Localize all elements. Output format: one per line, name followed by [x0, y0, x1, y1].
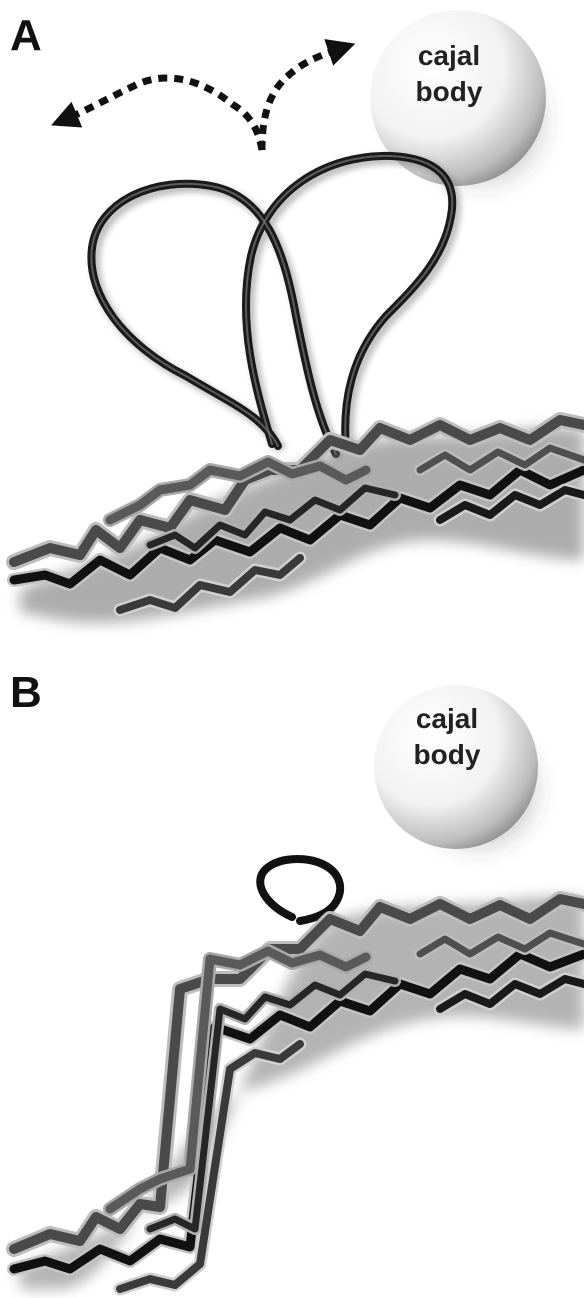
panel-a: cajal body A — [0, 0, 584, 640]
cajal-body-label-line1: cajal — [418, 40, 480, 71]
panel-label: A — [10, 14, 42, 58]
cajal-body-label-line1: cajal — [416, 703, 478, 734]
panel-label: B — [10, 671, 42, 715]
panel-b: cajal body B — [0, 649, 584, 1298]
panel-a-illustration: cajal body — [0, 0, 584, 640]
panel-b-illustration: cajal body — [0, 649, 584, 1298]
cajal-body-label-line2: body — [414, 739, 481, 770]
movement-arrows — [64, 48, 342, 150]
chromatin-territory — [14, 897, 584, 1289]
chromatin-territory — [14, 420, 584, 623]
cajal-body-label-line2: body — [416, 76, 483, 107]
